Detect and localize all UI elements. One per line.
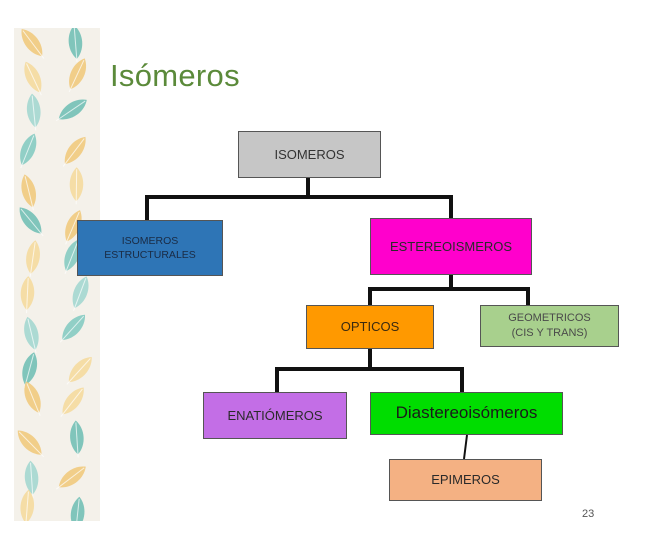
node-isomers-root: ISOMEROS	[238, 131, 381, 178]
leaf-icon	[68, 58, 87, 93]
node-structural-isomers: ISOMEROS ESTRUCTURALES	[77, 220, 223, 276]
node-geometric-isomers: GEOMETRICOS (CIS Y TRANS)	[480, 305, 619, 347]
leaf-icon	[24, 381, 41, 416]
leaf-icon	[24, 460, 39, 498]
leaf-icon	[70, 420, 84, 458]
node-structural-isomers-label: ISOMEROS ESTRUCTURALES	[104, 234, 196, 262]
leaf-icon	[21, 29, 45, 59]
node-structural-line2: ESTRUCTURALES	[104, 249, 196, 261]
node-structural-line1: ISOMEROS	[121, 234, 179, 247]
leaf-icon	[65, 210, 82, 245]
leaf-icon	[26, 240, 40, 277]
leaf-pattern-icon	[17, 28, 92, 521]
leaf-icon	[72, 276, 89, 312]
node-geometric-line1: GEOMETRICOS	[508, 312, 591, 325]
leaf-icon	[60, 387, 84, 418]
leaf-icon	[17, 430, 45, 458]
leaf-icon	[66, 357, 92, 385]
leaf-icon	[26, 93, 41, 131]
leaf-icon	[70, 496, 85, 521]
node-enantiomers: ENATIÓMEROS	[203, 392, 347, 439]
node-geometric-line2: (CIS Y TRANS)	[511, 327, 588, 339]
node-epimers: EPIMEROS	[389, 459, 542, 501]
node-stereoisomers: ESTEREOISMEROS	[370, 218, 532, 275]
leaf-icon	[19, 207, 44, 237]
node-stereoisomers-label: ESTEREOISMEROS	[389, 238, 513, 254]
leaf-icon	[24, 61, 42, 96]
node-diastereomers-label: Diastereoisómeros	[395, 403, 538, 423]
slide-title: Isómeros	[110, 58, 240, 93]
leaf-icon	[56, 466, 86, 490]
node-diastereomers: Diastereoisómeros	[370, 392, 563, 435]
node-epimers-label: EPIMEROS	[431, 472, 500, 488]
leaf-icon	[24, 316, 39, 353]
leaf-icon	[64, 239, 81, 275]
leaf-icon	[20, 489, 34, 521]
leaf-icon	[59, 314, 86, 343]
node-optical-isomers-label: OPTICOS	[340, 319, 400, 335]
leaf-icon	[68, 28, 83, 63]
node-optical-isomers: OPTICOS	[306, 305, 434, 349]
leaf-icon	[62, 136, 86, 167]
node-isomers-root-label: ISOMEROS	[274, 146, 345, 162]
leaf-icon	[20, 276, 35, 314]
connector-to-epimers	[463, 434, 468, 460]
leaf-icon	[20, 133, 37, 169]
leaf-icon	[21, 174, 36, 211]
node-enantiomers-label: ENATIÓMEROS	[227, 407, 323, 423]
leaf-icon	[55, 99, 87, 122]
node-geometric-isomers-label: GEOMETRICOS (CIS Y TRANS)	[508, 311, 591, 341]
page-number: 23	[582, 508, 595, 520]
leaf-icon	[69, 167, 84, 205]
